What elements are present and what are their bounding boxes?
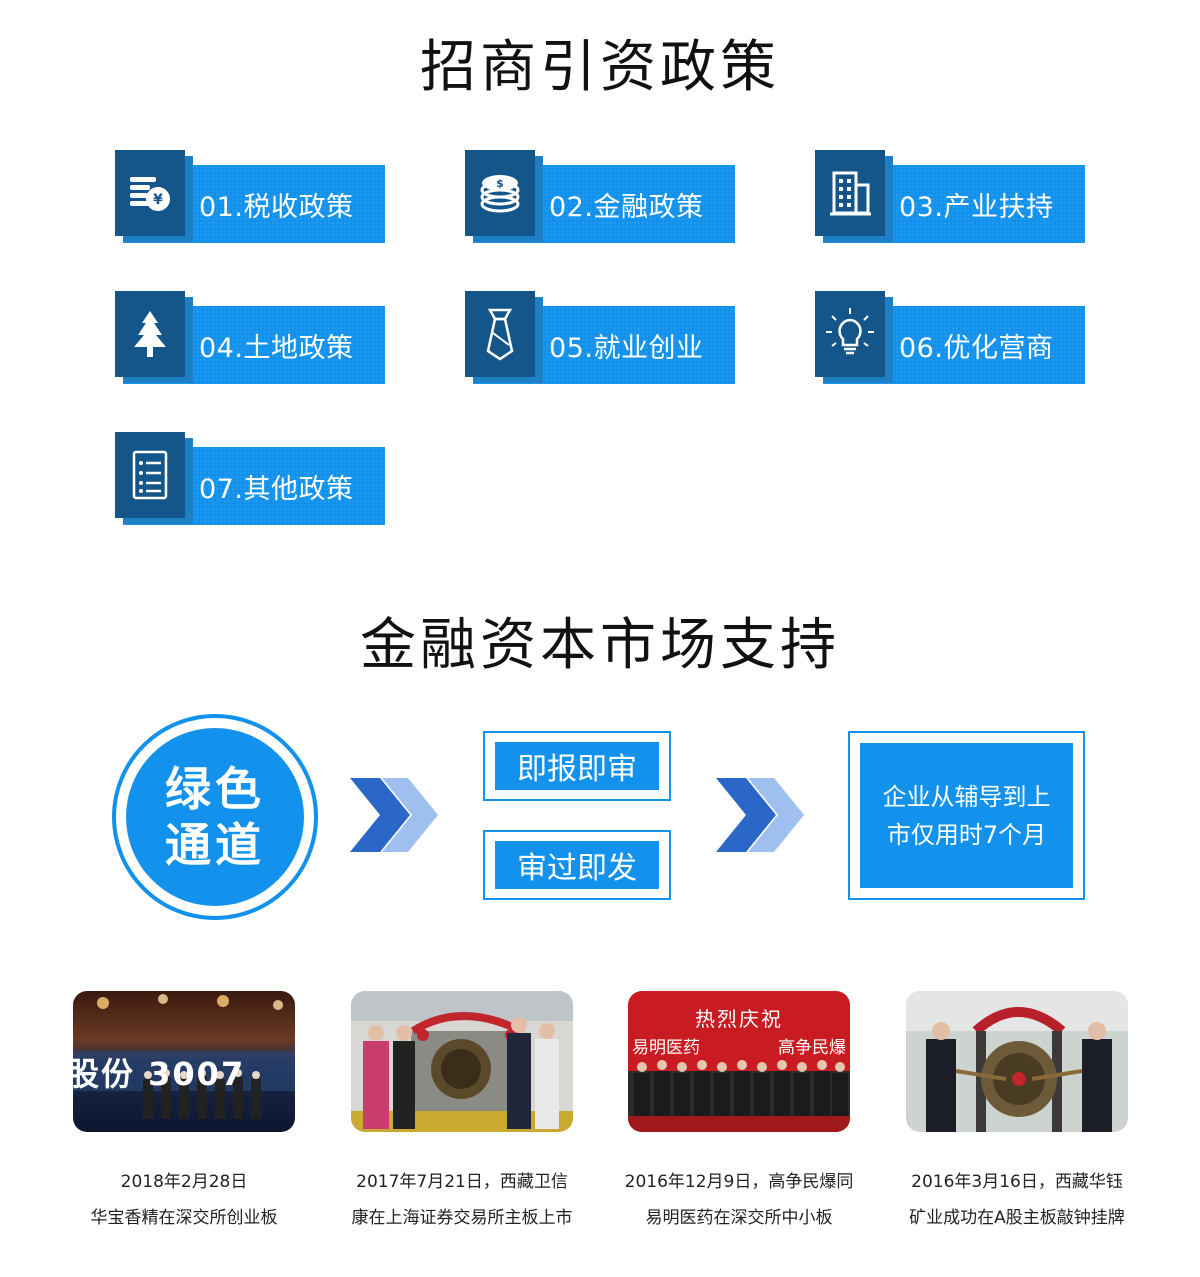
case-caption-date: 2016年3月16日，西藏华钰 (911, 1172, 1123, 1192)
policy-card-land[interactable]: 04.土地政策 (115, 291, 385, 384)
dollar-coin-stack-icon: $ (465, 150, 535, 236)
green-channel-line2: 通道 (165, 818, 265, 872)
green-channel-line1: 绿色 (165, 762, 265, 816)
case-photo[interactable] (351, 991, 573, 1132)
policy-card-label: 02.金融政策 (549, 192, 704, 223)
step-issue-frame: 审过即发 (483, 830, 671, 900)
lightbulb-icon (815, 291, 885, 377)
step-report-frame: 即报即审 (483, 731, 671, 801)
building-icon (815, 150, 885, 236)
checklist-icon (115, 432, 185, 518)
policy-card-finance[interactable]: $ 02.金融政策 (465, 150, 735, 243)
result-box: 企业从辅导到上 市仅用时7个月 (860, 743, 1073, 888)
case-caption-desc: 易明医药在深交所中小板 (645, 1208, 833, 1228)
result-line2: 市仅用时7个月 (886, 820, 1047, 849)
case-photo[interactable]: 热烈庆祝 易明医药 高争民爆 (628, 991, 850, 1132)
result-frame: 企业从辅导到上 市仅用时7个月 (848, 731, 1085, 900)
policy-card-label: 07.其他政策 (199, 474, 354, 505)
policy-card-business-environment[interactable]: 06.优化营商 (815, 291, 1085, 384)
svg-text:$: $ (496, 177, 504, 190)
policy-card-tax[interactable]: ¥ 01.税收政策 (115, 150, 385, 243)
green-channel-badge: 绿色 通道 (112, 714, 318, 920)
case-caption-date: 2016年12月9日，高争民爆同 (624, 1172, 854, 1192)
policy-card-other[interactable]: 07.其他政策 (115, 432, 385, 525)
case-photo-banner-text: 股份 3007 (73, 1055, 246, 1093)
policy-card-label: 06.优化营商 (899, 333, 1054, 364)
tax-coins-yen-icon: ¥ (115, 150, 185, 236)
case-photo[interactable]: 股份 3007 (73, 991, 295, 1132)
case-caption-date: 2018年2月28日 (120, 1172, 248, 1192)
double-chevron-right-icon (350, 778, 438, 852)
case-photo-banner-left: 易明医药 (632, 1038, 700, 1058)
case-photo[interactable] (906, 991, 1128, 1132)
policy-card-label: 05.就业创业 (549, 333, 704, 364)
svg-text:¥: ¥ (153, 192, 163, 208)
necktie-icon (465, 291, 535, 377)
policy-card-employment[interactable]: 05.就业创业 (465, 291, 735, 384)
tree-icon (115, 291, 185, 377)
result-line1: 企业从辅导到上 (882, 782, 1051, 811)
section-title-investment-policy: 招商引资政策 (420, 35, 780, 100)
policy-card-label: 04.土地政策 (199, 333, 354, 364)
green-channel-badge-inner: 绿色 通道 (126, 728, 304, 906)
step-issue-box: 审过即发 (495, 841, 659, 889)
case-caption-date: 2017年7月21日，西藏卫信 (356, 1172, 568, 1192)
case-photo-banner-right: 高争民爆 (778, 1038, 846, 1058)
case-caption-desc: 矿业成功在A股主板敲钟挂牌 (909, 1208, 1125, 1228)
policy-card-label: 01.税收政策 (199, 192, 354, 223)
section-title-capital-market: 金融资本市场支持 (360, 613, 840, 678)
case-photo-banner-title: 热烈庆祝 (695, 1007, 783, 1031)
policy-card-label: 03.产业扶持 (899, 192, 1054, 223)
step-report-box: 即报即审 (495, 742, 659, 790)
policy-card-industry[interactable]: 03.产业扶持 (815, 150, 1085, 243)
case-caption-desc: 康在上海证券交易所主板上市 (351, 1208, 573, 1228)
double-chevron-right-icon (716, 778, 804, 852)
case-caption-desc: 华宝香精在深交所创业板 (90, 1208, 278, 1228)
